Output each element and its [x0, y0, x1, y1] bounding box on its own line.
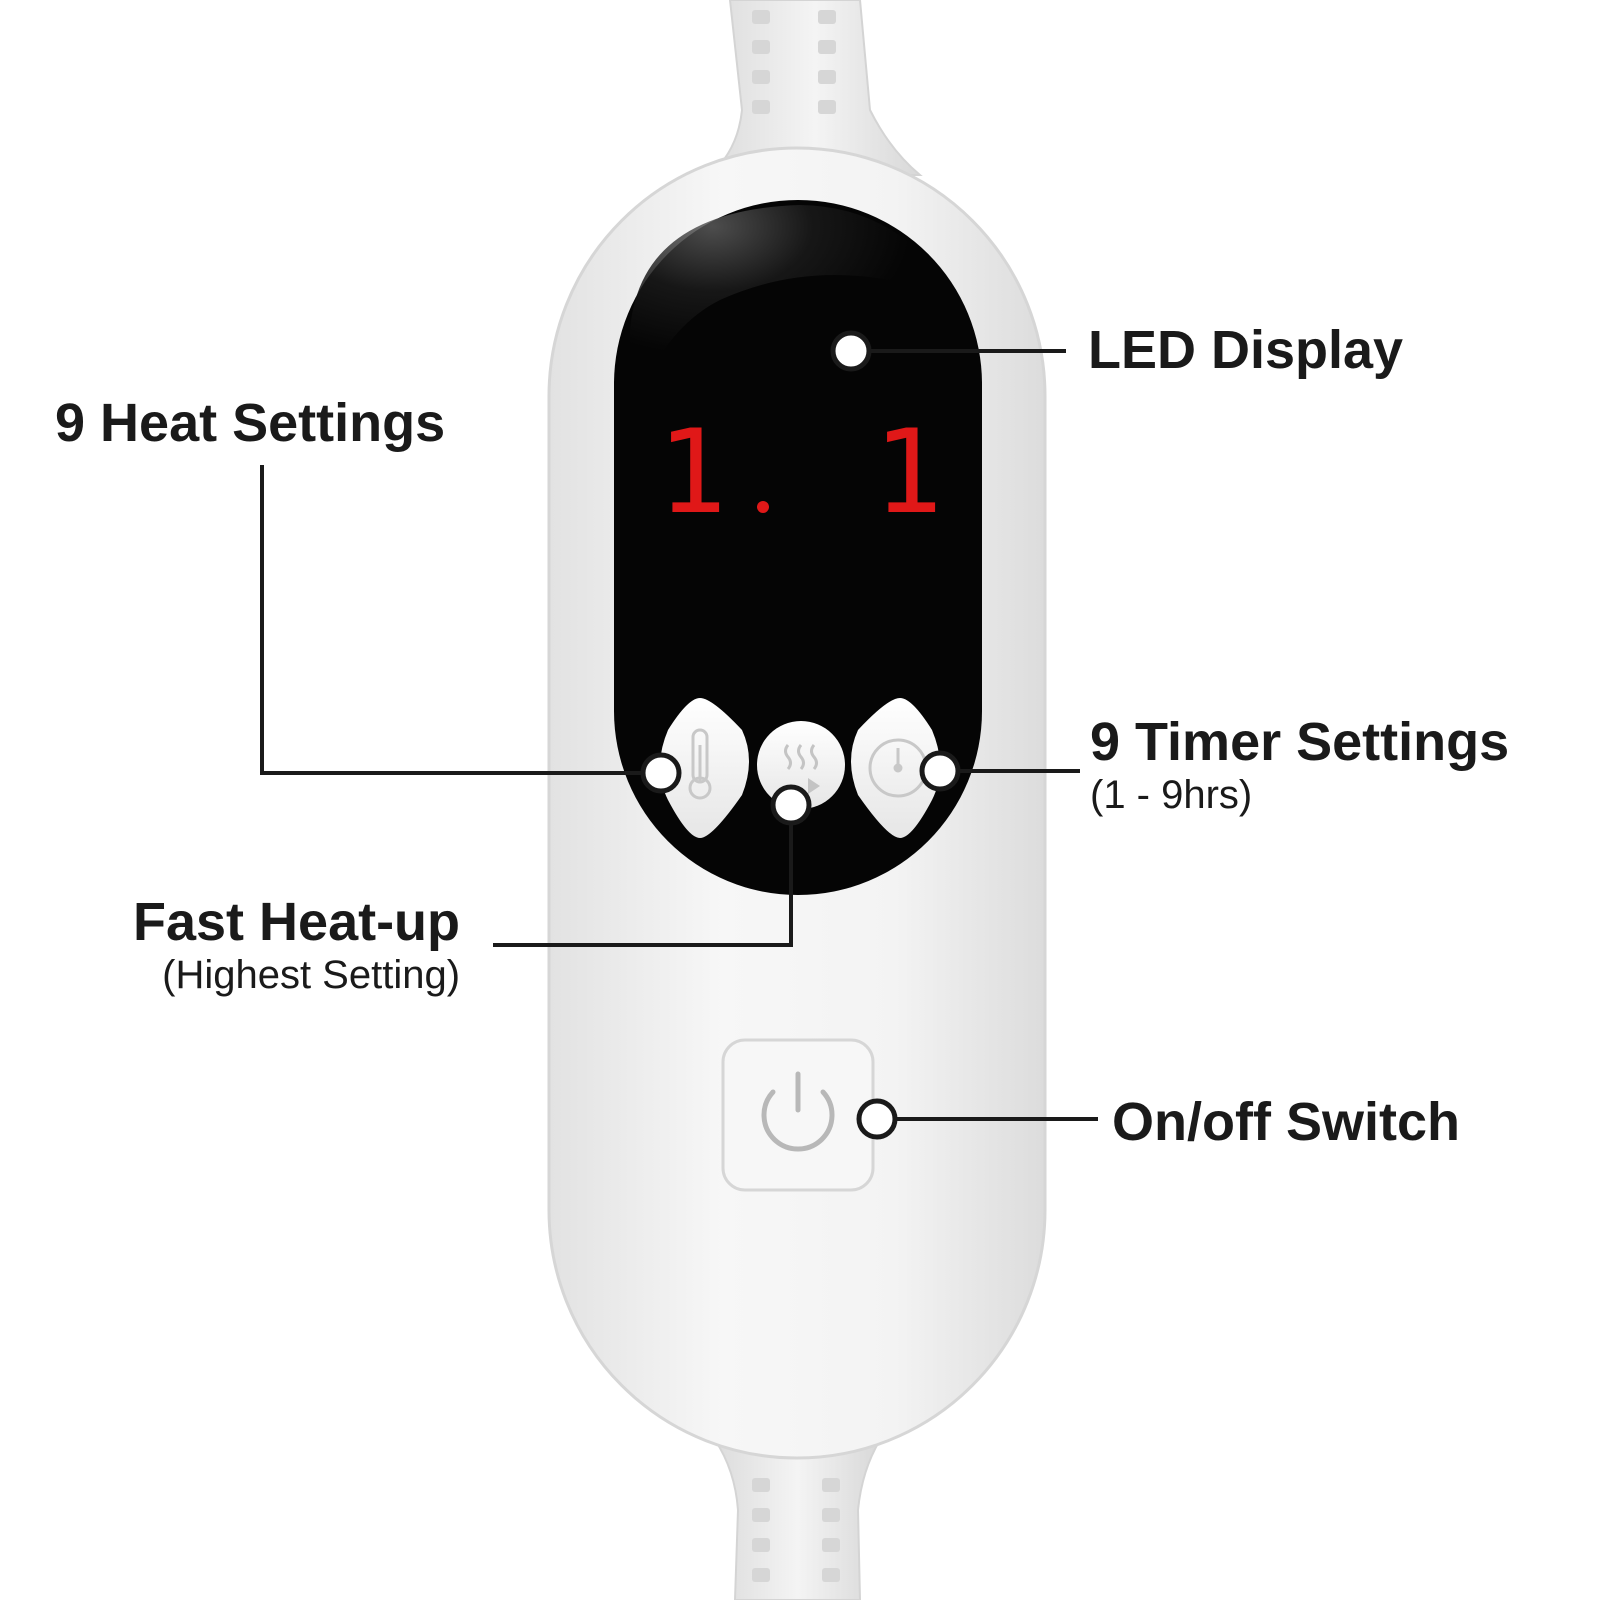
callout-fast-heat: Fast Heat-up (Highest Setting): [133, 892, 460, 998]
dot-led-display: [830, 330, 872, 372]
callout-fast-heat-subtitle: (Highest Setting): [162, 953, 461, 997]
callout-dots: [640, 330, 961, 1140]
led-display: 1 1: [657, 405, 943, 540]
power-icon: [761, 1071, 835, 1152]
led-digit-right: 1: [873, 405, 943, 540]
power-cable-top: [707, 0, 923, 176]
dot-fast-heat: [770, 784, 812, 826]
callout-led-display: LED Display: [1088, 320, 1403, 380]
callout-timer-settings-title: 9 Timer Settings: [1090, 712, 1510, 772]
dot-timer-settings: [919, 750, 961, 792]
dot-on-off-switch: [856, 1098, 898, 1140]
on-off-switch[interactable]: [721, 1038, 875, 1192]
thermometer-icon: [688, 728, 712, 800]
callout-led-display-title: LED Display: [1088, 320, 1404, 380]
led-digit-left: 1: [657, 405, 727, 540]
callout-timer-settings-subtitle: (1 - 9hrs): [1090, 773, 1253, 817]
heat-settings-button[interactable]: [660, 698, 749, 838]
callout-heat-settings-title: 9 Heat Settings: [55, 393, 446, 453]
callout-fast-heat-title: Fast Heat-up: [133, 892, 461, 952]
leader-lines: [260, 349, 1098, 1121]
fast-heat-up-button[interactable]: [757, 721, 845, 809]
leader-heat-settings: [260, 465, 661, 775]
led-decimal-point: [757, 501, 769, 513]
dot-heat-settings: [640, 752, 682, 794]
callout-on-off-switch-title: On/off Switch: [1112, 1092, 1460, 1152]
steam-icon: [784, 744, 820, 794]
callout-heat-settings: 9 Heat Settings: [55, 393, 445, 453]
power-cable-bottom: [713, 1439, 882, 1600]
leader-fast-heat: [493, 805, 793, 947]
callout-timer-settings: 9 Timer Settings (1 - 9hrs): [1090, 712, 1509, 818]
panel-gloss: [630, 205, 960, 420]
callout-on-off-switch: On/off Switch: [1112, 1092, 1460, 1152]
